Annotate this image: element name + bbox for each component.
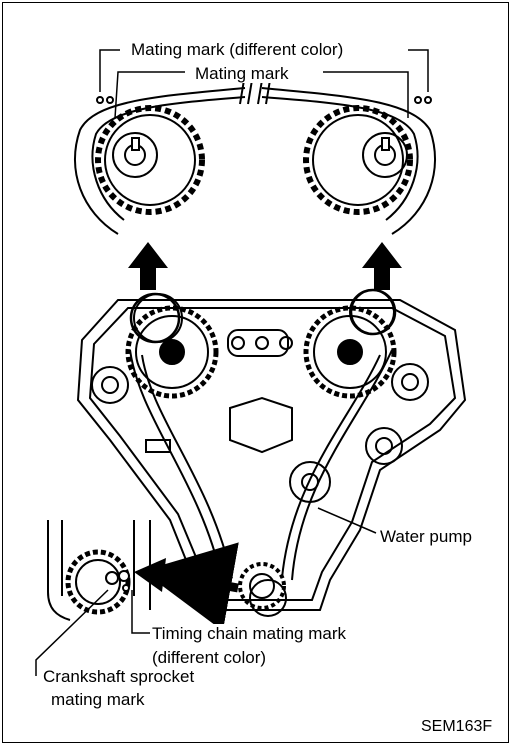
top-chain-detail <box>73 79 437 235</box>
crank-to-inset-arrow <box>142 542 239 632</box>
label-timing-chain-mating-mark-1: Timing chain mating mark <box>151 624 347 643</box>
bottom-leaders <box>35 507 377 676</box>
top-left-sprocket <box>95 96 205 215</box>
mating-mark-circles <box>129 288 397 344</box>
label-mating-mark: Mating mark <box>194 64 290 83</box>
crank-to-inset-arrowhead <box>134 558 166 592</box>
label-mating-mark-different-color: Mating mark (different color) <box>130 40 345 59</box>
up-arrow-left <box>128 242 168 290</box>
label-crankshaft-sprocket-1: Crankshaft sprocket <box>42 667 196 686</box>
top-chain-left <box>73 87 246 235</box>
up-arrow-right <box>362 242 402 290</box>
label-water-pump: Water pump <box>379 527 473 546</box>
top-right-sprocket <box>303 96 432 215</box>
label-timing-chain-mating-mark-2: (different color) <box>151 648 268 667</box>
engine-outline <box>76 299 467 611</box>
engine-crank-sprocket <box>238 562 287 617</box>
top-leaders <box>99 49 429 119</box>
top-chain-right <box>261 87 437 235</box>
engine-left-cam-sprocket <box>125 293 219 399</box>
crank-inset <box>47 520 151 621</box>
engine-right-cam-sprocket <box>303 289 397 399</box>
label-crankshaft-sprocket-2: mating mark <box>51 690 145 709</box>
figure-code: SEM163F <box>421 718 493 735</box>
engine-idlers <box>91 329 429 503</box>
